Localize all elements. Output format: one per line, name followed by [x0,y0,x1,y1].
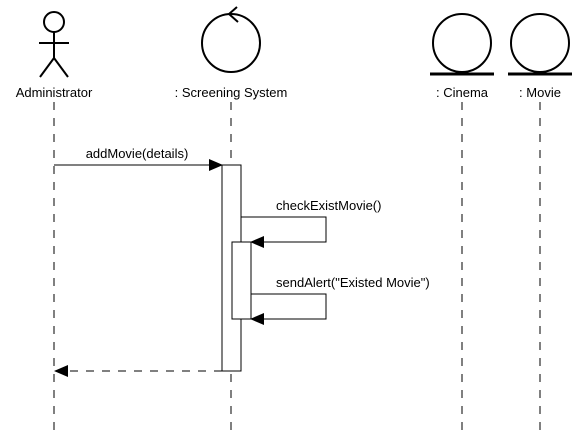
participant-label-movie: : Movie [519,85,561,100]
message-check-exist-movie[interactable]: checkExistMovie() [241,198,381,248]
participant-movie[interactable]: : Movie [508,13,572,438]
activation-bar-nested [231,241,252,320]
entity-icon [508,13,572,76]
entity-icon [430,13,494,76]
message-label-add-movie: addMovie(details) [86,146,189,161]
message-send-alert[interactable]: sendAlert("Existed Movie") [250,275,430,325]
control-icon [201,6,261,73]
actor-icon [39,11,69,78]
self-message-arrow [241,216,327,248]
participant-label-administrator: Administrator [16,85,93,100]
participant-cinema[interactable]: : Cinema [430,13,494,438]
message-label-send-alert: sendAlert("Existed Movie") [276,275,430,290]
self-message-arrow [250,293,327,325]
participant-administrator[interactable]: Administrator [16,11,93,438]
participant-label-cinema: : Cinema [436,85,489,100]
message-add-movie[interactable]: addMovie(details) [54,146,223,171]
message-label-check-exist-movie: checkExistMovie() [276,198,381,213]
participant-label-screening-system: : Screening System [175,85,288,100]
